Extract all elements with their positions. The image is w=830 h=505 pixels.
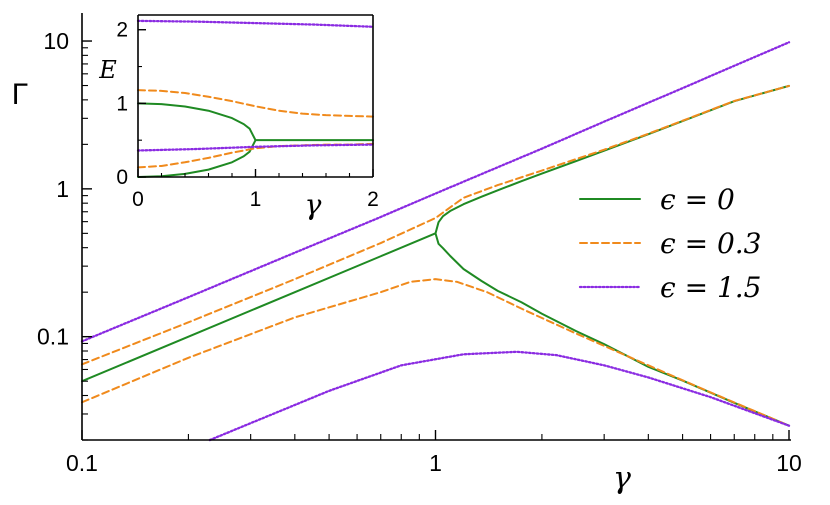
main-x-tick-label: 10: [776, 450, 802, 476]
legend: ϵ = 0 ϵ = 0.3 ϵ = 1.5: [578, 183, 761, 304]
inset-series-eps15-branch-2: [136, 143, 375, 152]
inset-axes: 0 1 2 0 1 2 γ E: [98, 14, 379, 221]
inset-series-eps03-branch-1: [137, 89, 374, 118]
inset-x-tick-label: 2: [367, 188, 379, 211]
inset-background: [132, 15, 374, 179]
inset-series-eps15-branch-1: [136, 19, 375, 28]
main-series-eps03-branch-2: [81, 278, 790, 427]
main-x-tick-label: 0.1: [66, 450, 98, 476]
inset-y-tick-label: 2: [116, 19, 128, 42]
legend-label-eps15: ϵ = 1.5: [660, 271, 761, 304]
main-x-tick-label: 1: [429, 450, 442, 476]
inset-y-tick-label: 0: [116, 166, 128, 189]
main-series-eps15-branch-1: [80, 41, 791, 343]
main-y-tick-label: 1: [56, 176, 69, 202]
main-series-eps0-branch-3: [434, 232, 790, 427]
main-x-axis-label: γ: [613, 461, 631, 496]
main-y-tick-label: 10: [43, 28, 69, 54]
inset-x-tick-label: 1: [250, 188, 262, 211]
main-series-group: [80, 41, 791, 442]
main-y-tick-label: 0.1: [37, 324, 69, 350]
legend-label-eps03: ϵ = 0.3: [660, 227, 761, 260]
legend-label-eps0: ϵ = 0: [660, 183, 735, 216]
main-series-eps0-branch-2: [434, 84, 790, 235]
inset-series-eps0-branch-2: [137, 139, 257, 178]
inset-series-group: [136, 19, 375, 178]
inset-x-axis-label: γ: [305, 188, 322, 221]
inset-y-tick-label: 1: [116, 92, 128, 115]
main-series-eps15-branch-2: [208, 350, 791, 442]
main-series-eps0-branch-1: [81, 232, 437, 383]
inset-series-eps0-branch-1: [137, 102, 257, 142]
main-y-axis-label: Γ: [12, 78, 29, 111]
main-series-eps03-branch-1: [81, 84, 790, 366]
inset-x-tick-label: 0: [132, 188, 144, 211]
inset-y-axis-label: E: [98, 56, 117, 84]
